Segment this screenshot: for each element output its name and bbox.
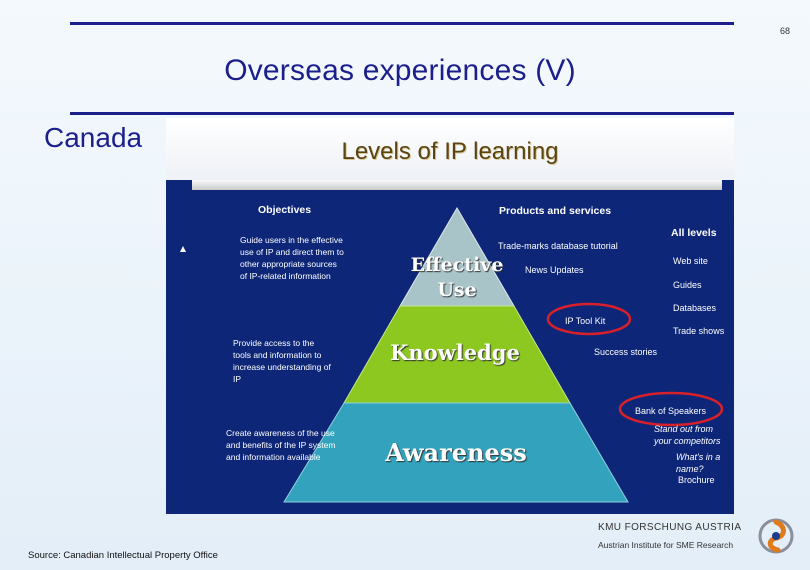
product-ip-tool-kit: IP Tool Kit — [565, 316, 606, 326]
diagram-title: Levels of IP learning — [341, 138, 559, 165]
country-label: Canada — [44, 122, 143, 153]
product-whats-in-a-name: What's in a name? — [676, 452, 721, 474]
products-header: Products and services — [499, 205, 612, 217]
all-levels-trade-shows: Trade shows — [673, 326, 725, 336]
product-news-updates: News Updates — [525, 265, 584, 275]
all-levels-databases: Databases — [673, 303, 717, 313]
pyramid-graphic — [180, 207, 724, 503]
objective-knowledge: Provide access to the tools and informat… — [233, 338, 331, 384]
tier-label-effective: Effective — [410, 254, 504, 276]
highlight-circle-ip-tool-kit — [546, 302, 632, 336]
all-levels-guides: Guides — [673, 280, 702, 290]
diagram-shelf — [192, 180, 722, 190]
objective-awareness: Create awareness of the use and benefits… — [226, 428, 336, 462]
title-rule — [70, 112, 734, 115]
diagram-panel: Levels of IP learning Objectives Product… — [166, 118, 734, 514]
logo-subtitle: Austrian Institute for SME Research — [598, 540, 734, 550]
source-note: Source: Canadian Intellectual Property O… — [28, 550, 218, 561]
all-levels-web-site: Web site — [673, 256, 708, 266]
objectives-header: Objectives — [258, 204, 312, 216]
product-trade-marks-tutorial: Trade-marks database tutorial — [498, 241, 618, 251]
pyramid-tier-awareness — [283, 402, 629, 503]
all-levels-header: All levels — [671, 227, 717, 239]
slide-title: Overseas experiences (V) — [224, 54, 576, 87]
diagram-header: Levels of IP learning — [166, 118, 734, 180]
product-brochure: Brochure — [678, 475, 715, 485]
product-bank-of-speakers: Bank of Speakers — [635, 406, 707, 416]
kmu-logo-icon — [758, 518, 794, 554]
product-stand-out: Stand out from your competitors — [654, 424, 721, 446]
objective-effective-use: Guide users in the effective use of IP a… — [240, 235, 344, 281]
tier-label-knowledge: Knowledge — [390, 340, 520, 365]
small-arrow-icon — [180, 246, 186, 252]
tier-label-awareness: Awareness — [385, 438, 527, 467]
product-success-stories: Success stories — [594, 347, 658, 357]
page-number: 68 — [779, 26, 790, 36]
highlight-circle-bank-of-speakers — [618, 391, 724, 427]
logo-name: KMU FORSCHUNG AUSTRIA — [598, 522, 742, 533]
top-rule — [70, 22, 734, 25]
tier-label-use: Use — [437, 279, 477, 301]
